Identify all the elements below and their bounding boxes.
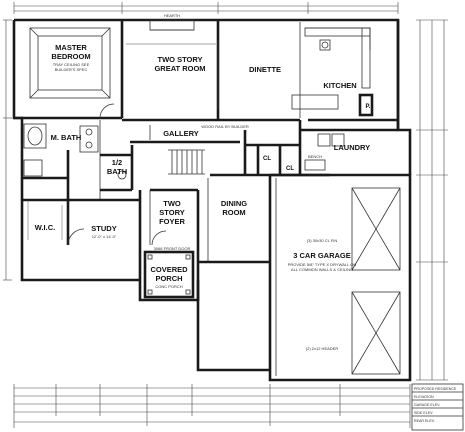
kitchen-area	[291, 22, 398, 122]
porch-label-1: COVERED	[150, 265, 188, 274]
walk-in-closet	[22, 198, 70, 245]
study-label: STUDY	[91, 224, 116, 233]
staircase	[168, 149, 205, 175]
master-bath	[22, 120, 101, 200]
right-dimension-lines	[416, 19, 448, 381]
top-dimension-lines	[13, 2, 399, 14]
study-room	[67, 190, 142, 246]
master-bedroom-label-1: MASTER	[55, 43, 87, 52]
great-room	[126, 19, 220, 120]
porch-note: CONC PORCH	[155, 284, 182, 289]
garage-label: 3 CAR GARAGE	[293, 251, 351, 260]
laundry-area	[300, 128, 398, 171]
gallery-rail-note: WOOD RAIL BY BUILDER	[201, 124, 249, 129]
laundry-label: LAUNDRY	[334, 143, 370, 152]
closet-label-1: CL	[263, 156, 271, 162]
covered-porch	[143, 250, 195, 299]
gallery-area	[122, 118, 330, 177]
wic-label: W.I.C.	[35, 223, 55, 232]
closet-label-2: CL	[286, 166, 294, 172]
master-bedroom	[14, 27, 122, 120]
title-block-line-2: ELEVATION	[414, 395, 434, 399]
foyer-label-2: STORY	[159, 208, 184, 217]
pantry-label: P.	[366, 104, 371, 110]
title-block	[411, 383, 464, 431]
foyer-label-3: FOYER	[159, 217, 185, 226]
garage-header-note: (2) 2x12 HEADER	[306, 346, 339, 351]
foyer-area	[149, 188, 200, 282]
title-block-line-5: REAR ELEV.	[414, 419, 435, 423]
gallery-label: GALLERY	[163, 129, 199, 138]
front-door-note: 3068 FRONT DOOR	[154, 246, 191, 251]
bench-note: BENCH	[308, 154, 322, 159]
title-block-line-4: SIDE ELEV.	[414, 411, 433, 415]
dining-room	[198, 173, 270, 264]
great-room-label-1: TWO STORY	[158, 55, 203, 64]
master-ceiling-note-1: TRAY CEILING SEE	[53, 62, 90, 67]
garage	[275, 178, 401, 376]
foyer-label-1: TWO	[163, 199, 181, 208]
master-bath-label: M. BATH	[51, 133, 82, 142]
garage-ceiling-note: (3) 30x30 CL FIN	[307, 238, 338, 243]
garage-drywall-note-1: PROVIDE 5/8" TYPE X DRYWALL ON	[288, 262, 357, 267]
half-bath	[100, 145, 134, 192]
half-bath-label-1: 1/2	[112, 158, 122, 167]
left-dimension-lines	[3, 19, 12, 281]
title-block-line-1: PROPOSED RESIDENCE	[414, 387, 457, 391]
hearth-note: HEARTH	[164, 13, 180, 18]
half-bath-label-2: BATH	[107, 167, 127, 176]
great-room-label-2: GREAT ROOM	[154, 64, 205, 73]
dining-label-1: DINING	[221, 199, 247, 208]
garage-drywall-note-2: ALL COMMON WALLS & CEILING	[291, 267, 353, 272]
kitchen-label: KITCHEN	[323, 81, 356, 90]
dining-label-2: ROOM	[222, 208, 245, 217]
bottom-dimension-lines	[13, 384, 411, 428]
title-block-line-3: GARAGE ELEV.	[414, 403, 440, 407]
study-dimension-note: 12'-0" x 14'-0"	[92, 234, 117, 239]
porch-label-2: PORCH	[155, 274, 182, 283]
master-ceiling-note-2: BUILDER'S SPEC	[55, 67, 88, 72]
dinette-label: DINETTE	[249, 65, 281, 74]
master-bedroom-label-2: BEDROOM	[51, 52, 90, 61]
